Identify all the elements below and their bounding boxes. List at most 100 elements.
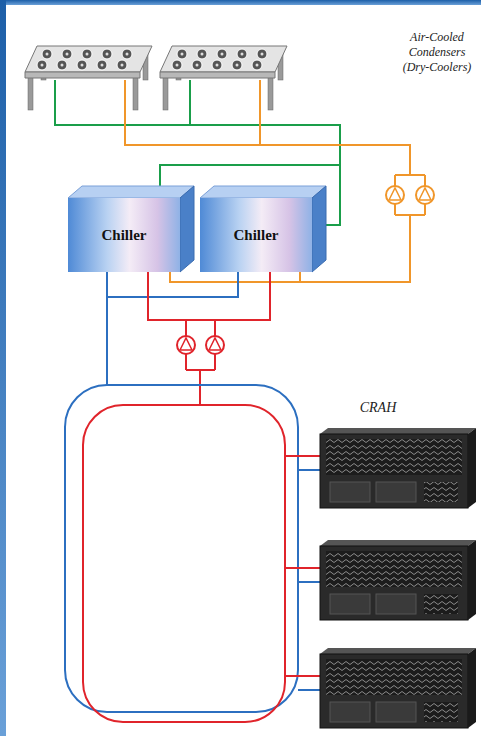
cooler-leg <box>268 75 273 110</box>
crah-vent <box>424 594 458 614</box>
crah-panel <box>330 482 370 502</box>
crah-top <box>320 648 476 654</box>
unit-caption: CRAH <box>348 400 408 416</box>
cooler-fan <box>77 60 87 70</box>
fan-hub <box>101 64 104 67</box>
cooler-top <box>160 46 287 72</box>
dry-cooler <box>25 46 152 110</box>
crah-side <box>468 540 476 620</box>
cooler-fan <box>217 49 227 59</box>
crah-panel <box>376 482 416 502</box>
chiller-side <box>180 186 194 272</box>
crah-body <box>320 546 468 620</box>
cooler-fan <box>57 60 67 70</box>
cooler-fan <box>117 60 127 70</box>
cooler-fan <box>237 49 247 59</box>
pump-symbol <box>206 336 224 354</box>
pump-symbol <box>177 336 195 354</box>
crah-grille <box>326 551 462 587</box>
orange-pipe <box>170 175 425 282</box>
fan-hub <box>216 64 219 67</box>
pipe-group <box>55 80 425 722</box>
fan-hub <box>46 53 49 56</box>
fan-hub <box>61 64 64 67</box>
crah-vent <box>424 702 458 722</box>
dry-cooler <box>160 46 287 110</box>
cooler-fan <box>212 60 222 70</box>
crah-panel <box>330 702 370 722</box>
fan-hub <box>221 53 224 56</box>
cooler-fan <box>177 49 187 59</box>
blue-pipe <box>298 689 320 691</box>
cooler-fan <box>102 49 112 59</box>
fan-hub <box>66 53 69 56</box>
red-pipe <box>285 567 320 569</box>
pump-impeller <box>419 188 431 200</box>
cooler-fan <box>192 60 202 70</box>
blue-pipe <box>106 297 108 385</box>
cooler-edge <box>25 72 140 78</box>
crah-side <box>468 428 476 508</box>
orange-pipe <box>299 272 301 282</box>
pump-symbol <box>386 186 404 204</box>
node-label: Chiller <box>94 223 155 248</box>
cooler-leg <box>163 75 168 110</box>
chiller-box: Chiller <box>68 198 180 272</box>
frame-band <box>0 0 6 736</box>
cooler-fan <box>97 60 107 70</box>
cooler-leg <box>133 75 138 110</box>
fan-hub <box>196 64 199 67</box>
green-pipe <box>160 165 340 186</box>
cooler-fan <box>62 49 72 59</box>
cooler-fan <box>42 49 52 59</box>
red-pipe <box>285 455 320 457</box>
crah-body <box>320 654 468 728</box>
fan-hub <box>256 64 259 67</box>
red-loop <box>83 405 285 722</box>
pump-impeller <box>180 338 192 350</box>
red-pipe <box>186 320 215 405</box>
blue-pipe <box>298 581 320 583</box>
cooler-fan <box>257 49 267 59</box>
fan-hub <box>261 53 264 56</box>
fan-hub <box>121 64 124 67</box>
equipment-caption: Air-Cooled Condensers (Dry-Coolers) <box>394 30 480 75</box>
crah-panel <box>330 594 370 614</box>
cooler-edge <box>160 72 275 78</box>
fan-hub <box>181 53 184 56</box>
frame-band <box>0 0 481 5</box>
crah-top <box>320 540 476 546</box>
crah-vent <box>424 482 458 502</box>
crah-top <box>320 428 476 434</box>
blue-pipe <box>298 469 320 471</box>
green-pipe <box>189 80 191 125</box>
orange-pipe <box>259 80 261 145</box>
fan-hub <box>201 53 204 56</box>
cooler-fan <box>232 60 242 70</box>
cooler-fan <box>197 49 207 59</box>
fan-hub <box>236 64 239 67</box>
pump-symbol <box>416 186 434 204</box>
pump-impeller <box>389 188 401 200</box>
fan-hub <box>41 64 44 67</box>
fan-hub <box>81 64 84 67</box>
blue-loop <box>65 385 298 712</box>
crah-grille <box>326 439 462 475</box>
cooler-fan <box>122 49 132 59</box>
cooler-fan <box>252 60 262 70</box>
pipe-connector <box>148 272 270 320</box>
cooler-fan <box>37 60 47 70</box>
cooler-fan <box>172 60 182 70</box>
crah-panel <box>376 594 416 614</box>
pipe-connector <box>107 272 238 297</box>
chiller-side <box>312 186 326 272</box>
cooler-leg <box>28 75 33 110</box>
cooler-top <box>25 46 152 72</box>
fan-hub <box>176 64 179 67</box>
fan-hub <box>241 53 244 56</box>
red-pipe <box>285 675 320 677</box>
crah-body <box>320 434 468 508</box>
pump-impeller <box>209 338 221 350</box>
